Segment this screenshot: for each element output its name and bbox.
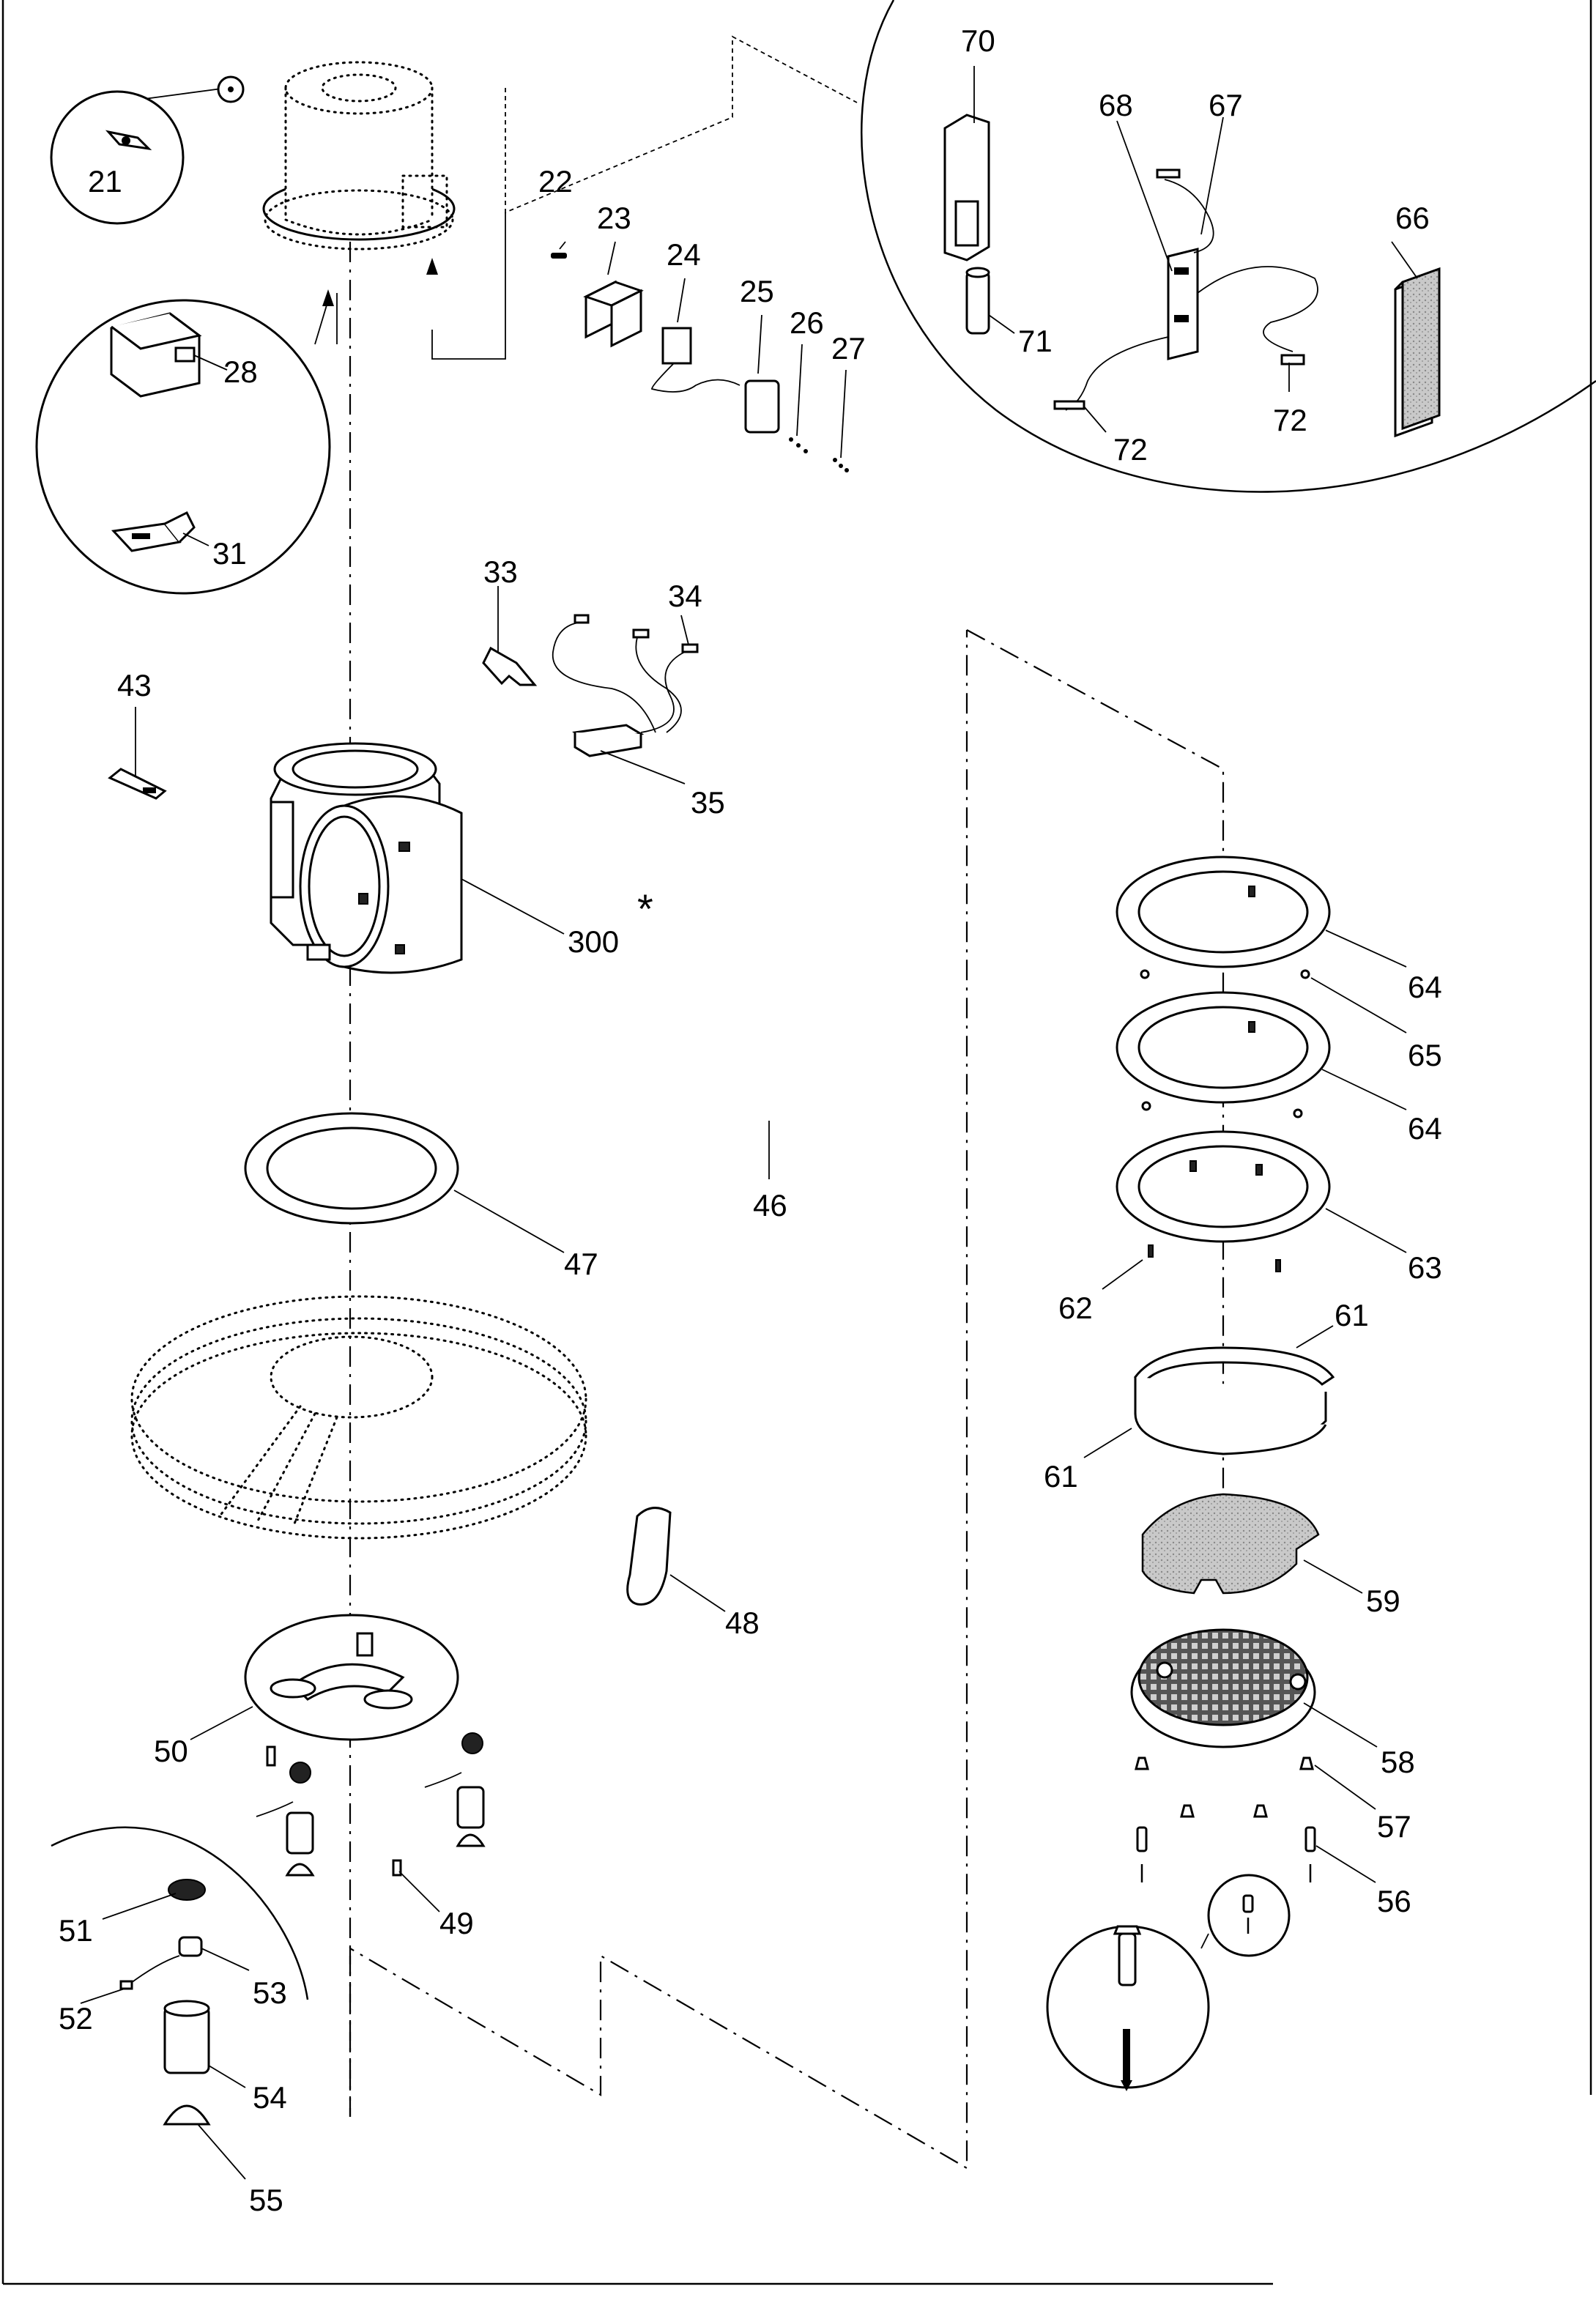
part-label-35: 35 — [691, 785, 725, 820]
part-label-72a: 72 — [1113, 432, 1148, 467]
part-label-68: 68 — [1099, 88, 1133, 122]
ring-64-lower — [1116, 991, 1331, 1104]
part-label-57: 57 — [1377, 1809, 1411, 1844]
part-label-53: 53 — [253, 1975, 287, 2010]
lamp-holders — [256, 1732, 486, 1877]
part-label-47: 47 — [564, 1247, 598, 1281]
part-label-64b: 64 — [1408, 1111, 1442, 1146]
handle-48 — [626, 1507, 672, 1606]
ring-64-upper — [1116, 856, 1331, 968]
part-label-56: 56 — [1377, 1884, 1411, 1918]
part-label-71: 71 — [1018, 324, 1053, 358]
part-label-27: 27 — [831, 331, 866, 366]
part-label-55: 55 — [249, 2183, 283, 2217]
part-label-67: 67 — [1209, 88, 1243, 122]
callout-screw-detail — [1046, 1874, 1291, 2091]
callout-circle-electronics — [861, 0, 1596, 493]
part-label-33: 33 — [483, 554, 518, 589]
part-label-21: 21 — [88, 164, 122, 198]
part-label-22: 22 — [538, 164, 573, 198]
ring-63 — [1116, 1130, 1331, 1243]
screws-56-57 — [1135, 1756, 1316, 1882]
filter-pad-59 — [1141, 1493, 1320, 1595]
part-43-clip — [108, 768, 167, 800]
part-label-34: 34 — [668, 579, 702, 613]
asterisk-mark: * — [637, 886, 653, 932]
part-label-25: 25 — [740, 274, 774, 308]
part-label-50: 50 — [154, 1734, 188, 1768]
part-label-64a: 64 — [1408, 970, 1442, 1004]
part-label-58: 58 — [1381, 1745, 1415, 1779]
part-label-61a: 61 — [1335, 1298, 1369, 1332]
part-label-51: 51 — [59, 1913, 93, 1948]
part-label-300: 300 — [568, 924, 619, 959]
part-label-59: 59 — [1366, 1584, 1400, 1618]
part-label-65: 65 — [1408, 1038, 1442, 1072]
housing-can — [262, 61, 456, 251]
part-label-23: 23 — [597, 201, 631, 235]
part-label-43: 43 — [117, 668, 152, 702]
part-label-63: 63 — [1408, 1250, 1442, 1285]
wiring-33-35 — [482, 614, 699, 757]
part-label-70: 70 — [961, 23, 995, 58]
hood-canopy — [130, 1295, 587, 1540]
part-label-61b: 61 — [1044, 1459, 1078, 1494]
ring-47 — [244, 1112, 459, 1225]
small-parts-22-27 — [551, 253, 849, 472]
base-plate-50 — [244, 1614, 459, 1741]
blower-motor-300 — [270, 742, 463, 974]
callout-circle-28-31 — [35, 299, 331, 595]
bands-61 — [1134, 1346, 1335, 1455]
part-label-49: 49 — [439, 1906, 474, 1940]
part-label-46: 46 — [753, 1188, 787, 1222]
part-label-66: 66 — [1395, 201, 1430, 235]
part-label-24: 24 — [667, 237, 701, 272]
part-label-28: 28 — [223, 355, 258, 389]
part-label-72b: 72 — [1273, 403, 1307, 437]
grease-filter-58 — [1130, 1628, 1316, 1748]
part-label-54: 54 — [253, 2080, 287, 2115]
part-label-52: 52 — [59, 2001, 93, 2036]
callout-lamp — [51, 1826, 309, 2126]
callout-circle-21 — [50, 75, 245, 225]
part-label-48: 48 — [725, 1606, 760, 1640]
assembly-centerlines — [336, 35, 1225, 2170]
part-label-26: 26 — [790, 305, 824, 340]
part-label-62: 62 — [1058, 1291, 1093, 1325]
part-label-31: 31 — [212, 536, 247, 571]
